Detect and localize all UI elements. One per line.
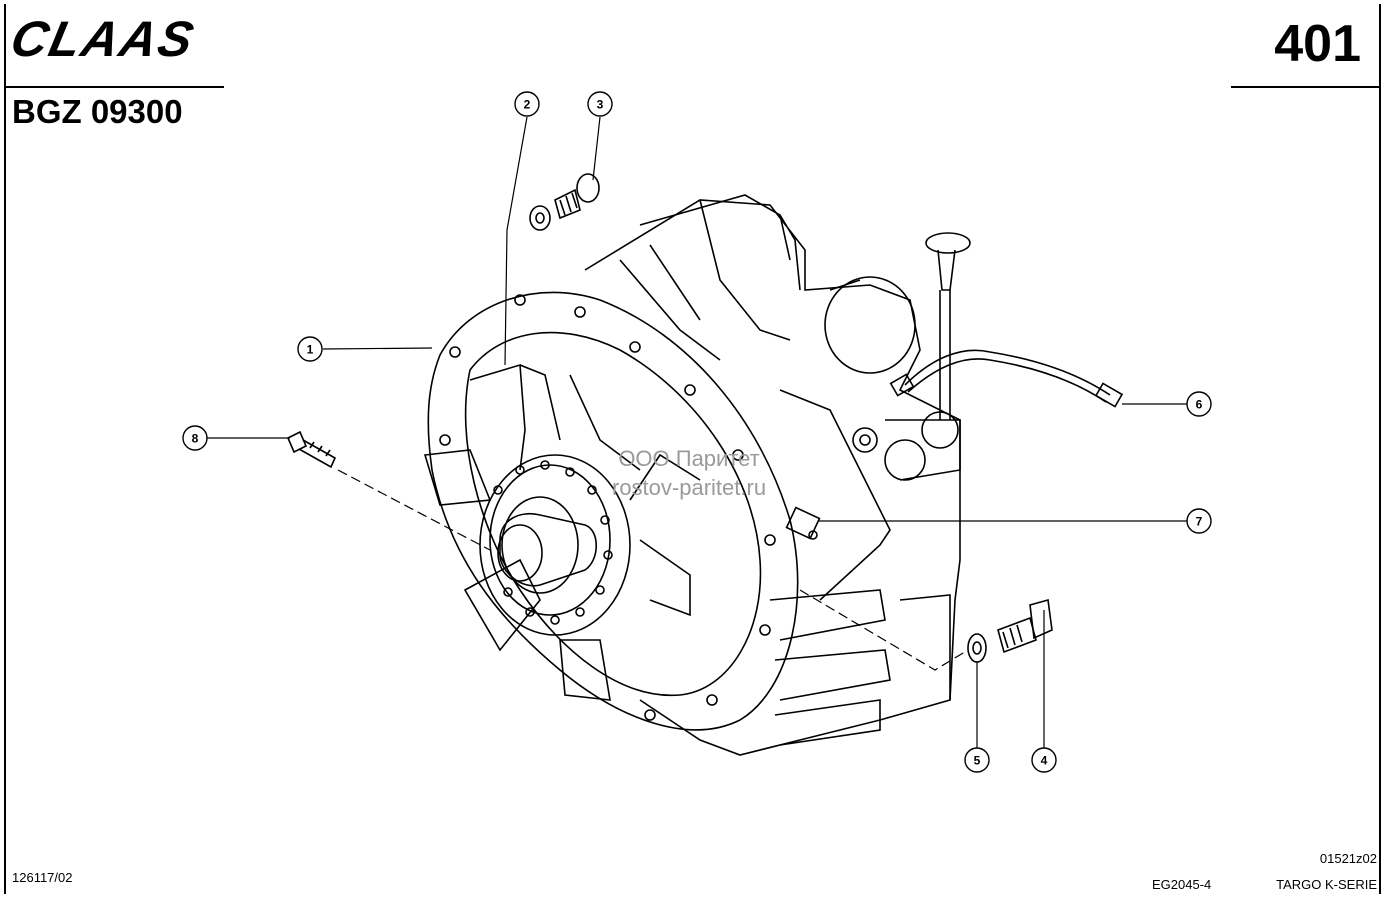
- callout-label-8: 8: [192, 432, 199, 446]
- footer-series: TARGO K-SERIE: [1276, 877, 1377, 892]
- gearbox-housing: [584, 194, 961, 756]
- callout-6: 6: [1186, 391, 1212, 417]
- bolt-4: [997, 598, 1053, 654]
- callout-5: 5: [964, 747, 990, 773]
- footer-eg-code: EG2045-4: [1152, 877, 1212, 892]
- footer-image-code: 01521z02: [1319, 851, 1377, 866]
- callout-8: 8: [182, 425, 208, 451]
- group-reference: BGZ 09300: [12, 93, 183, 130]
- callout-label-7: 7: [1196, 515, 1203, 529]
- callout-2: 2: [514, 91, 540, 117]
- callout-label-3: 3: [597, 98, 604, 112]
- callout-label-1: 1: [307, 343, 314, 357]
- washer-2: [529, 205, 551, 231]
- sensor-part: [785, 506, 821, 540]
- flange-plate: [427, 291, 799, 731]
- callout-3: 3: [587, 91, 613, 117]
- watermark: ООО Паритет rostov-paritet.ru: [612, 445, 766, 502]
- callout-label-2: 2: [524, 98, 531, 112]
- logo-underline: [4, 86, 224, 88]
- watermark-company: ООО Паритет: [618, 446, 760, 471]
- page-number: 401: [1274, 15, 1361, 73]
- drive-plate: [423, 363, 701, 701]
- page-number-underline: [1231, 86, 1381, 88]
- stud-8: [286, 430, 337, 469]
- footer-left-code: 126117/02: [12, 870, 73, 885]
- sensor-cable: [889, 349, 1124, 408]
- screw-3: [554, 173, 600, 220]
- callout-label-5: 5: [974, 754, 981, 768]
- leader-lines: [207, 116, 1187, 748]
- watermark-url: rostov-paritet.ru: [612, 474, 767, 500]
- callout-label-6: 6: [1196, 398, 1203, 412]
- page-frame: [4, 4, 1381, 894]
- callout-4: 4: [1031, 747, 1057, 773]
- hub: [489, 460, 613, 625]
- callout-1: 1: [297, 336, 323, 362]
- callout-label-4: 4: [1041, 754, 1048, 768]
- callout-7: 7: [1186, 508, 1212, 534]
- washer-5: [967, 633, 987, 663]
- dipstick: [925, 232, 971, 420]
